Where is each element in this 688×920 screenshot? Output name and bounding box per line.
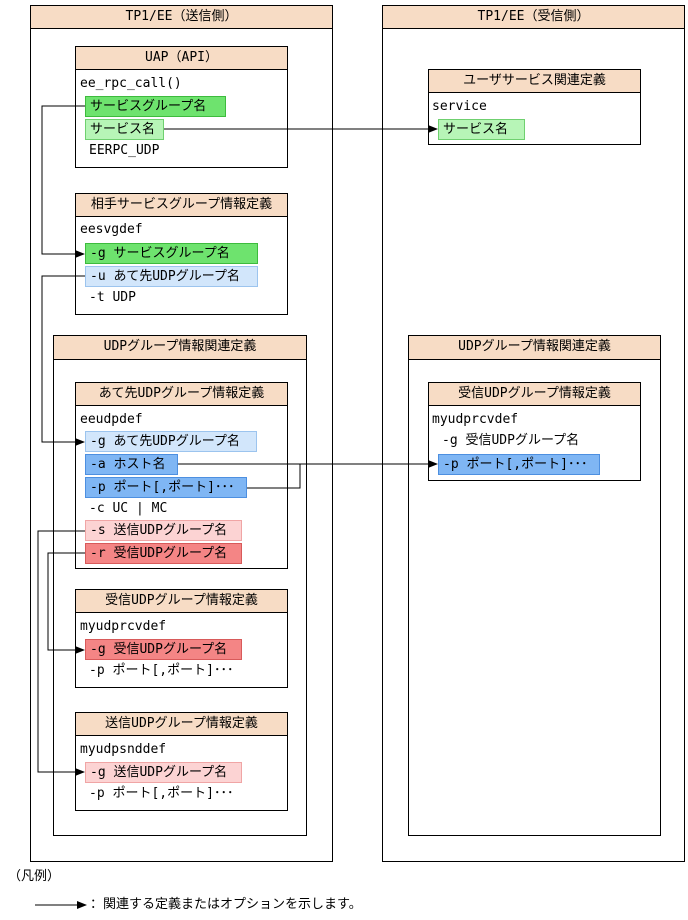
send-def-title: 送信UDPグループ情報定義: [75, 712, 288, 736]
dest-def-opt-r: -r 受信UDPグループ名: [85, 543, 242, 564]
peer-def-opt-u: -u あて先UDPグループ名: [85, 266, 258, 287]
uap-service-group: サービスグループ名: [85, 96, 226, 117]
user-service-command: service: [432, 99, 487, 114]
dest-def-opt-c: -c UC | MC: [89, 501, 168, 516]
receiver-title: TP1/EE（受信側）: [382, 5, 685, 29]
sender-recv-def-opt-g: -g 受信UDPグループ名: [85, 639, 242, 660]
uap-eerpc-udp: EERPC_UDP: [89, 143, 160, 158]
uap-title: UAP（API）: [75, 46, 288, 70]
sender-title: TP1/EE（送信側）: [30, 5, 333, 29]
legend-arrow-text: ：関連する定義またはオプションを示します。: [90, 897, 362, 912]
dest-def-opt-s: -s 送信UDPグループ名: [85, 520, 242, 541]
uap-call: ee_rpc_call(): [80, 76, 182, 91]
legend-title: （凡例）: [8, 869, 61, 884]
sender-udp-related-title: UDPグループ情報関連定義: [53, 335, 307, 360]
send-def-opt-g: -g 送信UDPグループ名: [85, 762, 242, 783]
dest-def-opt-g: -g あて先UDPグループ名: [85, 431, 257, 452]
dest-def-title: あて先UDPグループ情報定義: [75, 382, 288, 406]
peer-def-opt-t: -t UDP: [89, 290, 136, 305]
peer-def-command: eesvgdef: [80, 222, 143, 237]
dest-def-opt-p: -p ポート[,ポート]･･･: [85, 477, 247, 498]
peer-def-opt-g: -g サービスグループ名: [85, 243, 258, 264]
send-def-command: myudpsnddef: [80, 742, 167, 757]
sender-recv-def-title: 受信UDPグループ情報定義: [75, 589, 288, 613]
user-service-service-name: サービス名: [438, 119, 525, 140]
receiver-udp-related-title: UDPグループ情報関連定義: [408, 335, 661, 360]
dest-def-opt-a: -a ホスト名: [85, 454, 178, 475]
sender-recv-def-opt-p: -p ポート[,ポート]･･･: [89, 663, 234, 678]
receiver-recv-def-opt-g: -g 受信UDPグループ名: [442, 433, 580, 448]
receiver-recv-def-title: 受信UDPグループ情報定義: [428, 382, 641, 406]
dest-def-command: eeudpdef: [80, 412, 143, 427]
receiver-recv-def-opt-p: -p ポート[,ポート]･･･: [438, 454, 600, 475]
peer-def-title: 相手サービスグループ情報定義: [75, 193, 288, 217]
sender-recv-def-command: myudprcvdef: [80, 619, 167, 634]
user-service-title: ユーザサービス関連定義: [428, 69, 641, 93]
receiver-recv-def-command: myudprcvdef: [432, 412, 519, 427]
send-def-opt-p: -p ポート[,ポート]･･･: [89, 786, 234, 801]
uap-service-name: サービス名: [85, 119, 164, 140]
